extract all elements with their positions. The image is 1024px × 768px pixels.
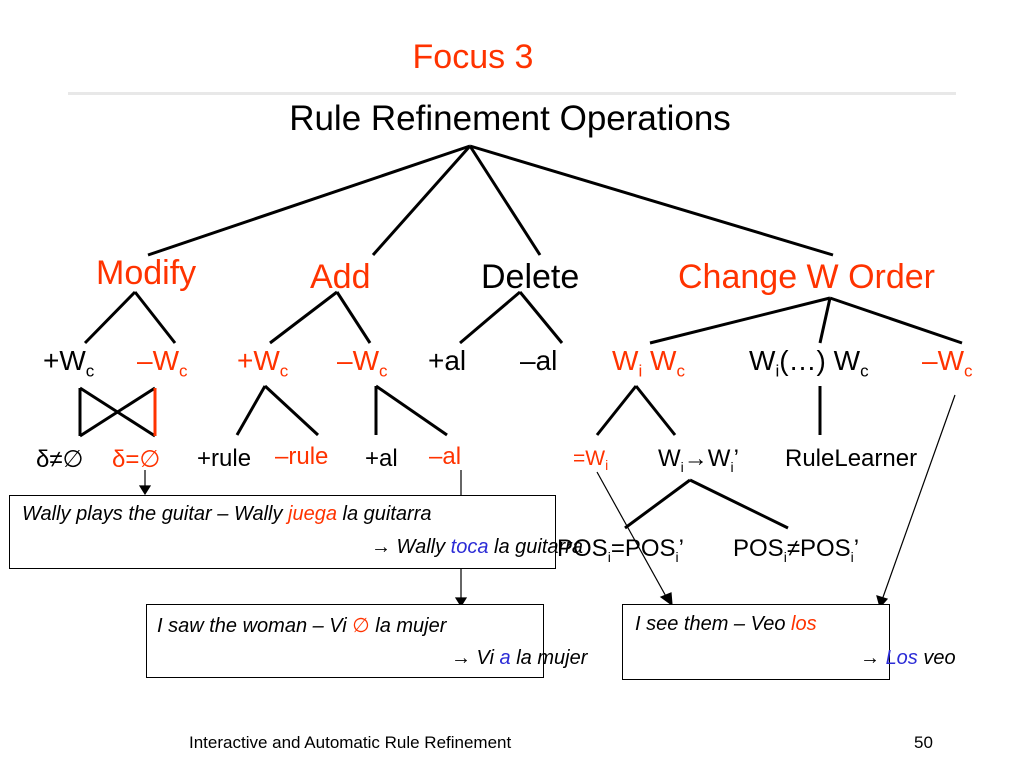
- header-divider: [68, 92, 956, 95]
- leaf-pos-not-equal: POSi≠POSi’: [733, 535, 860, 565]
- op-modify-plus-wc: +Wc: [43, 345, 95, 381]
- focus-label: Focus 3: [412, 38, 534, 76]
- category-change-order: Change W Order: [678, 258, 935, 296]
- op-wi-wc: Wi Wc: [612, 345, 685, 381]
- example-box-order: [622, 604, 890, 680]
- example-modify-line1: Wally plays the guitar – Wally juega la …: [22, 503, 432, 525]
- leaf-plus-rule: +rule: [197, 445, 252, 472]
- op-order-minus-wc: –Wc: [922, 345, 973, 381]
- op-wi-paren-wc: Wi(…) Wc: [749, 345, 869, 381]
- example-box-modify: [9, 495, 556, 569]
- category-add: Add: [310, 258, 371, 296]
- example-order-line2: → Los veo: [860, 647, 956, 669]
- op-add-minus-wc: –Wc: [337, 345, 388, 381]
- example-order-line1: I see them – Veo los: [635, 613, 817, 635]
- leaf-rulelearner: RuleLearner: [785, 445, 918, 472]
- slide-title: Rule Refinement Operations: [289, 99, 731, 138]
- op-delete-minus-al: –al: [520, 345, 558, 376]
- example-modify-line2: → Wally toca la guitarra: [371, 536, 583, 558]
- leaf-delta-empty: δ=∅: [112, 446, 161, 473]
- category-delete: Delete: [481, 258, 580, 296]
- leaf-equal-wi: =Wi: [573, 447, 609, 474]
- leaf-minus-al: –al: [429, 443, 462, 470]
- op-modify-minus-wc: –Wc: [137, 345, 188, 381]
- example-box-add: [146, 604, 544, 678]
- leaf-delta-not-empty: δ≠∅: [36, 446, 84, 473]
- example-add-line2: → Vi a la mujer: [451, 647, 588, 669]
- op-add-plus-wc: +Wc: [237, 345, 289, 381]
- page-number: 50: [914, 733, 933, 752]
- leaf-plus-al: +al: [365, 445, 398, 472]
- slide-footer: Interactive and Automatic Rule Refinemen…: [189, 733, 512, 752]
- leaf-minus-rule: –rule: [275, 443, 329, 470]
- leaf-wi-arrow-wi-prime: Wi→Wi’: [658, 445, 739, 475]
- op-delete-plus-al: +al: [428, 345, 467, 376]
- category-modify: Modify: [96, 254, 197, 292]
- example-add-line1: I saw the woman – Vi ∅ la mujer: [157, 615, 447, 637]
- leaf-pos-equal: POSi=POSi’: [557, 535, 684, 565]
